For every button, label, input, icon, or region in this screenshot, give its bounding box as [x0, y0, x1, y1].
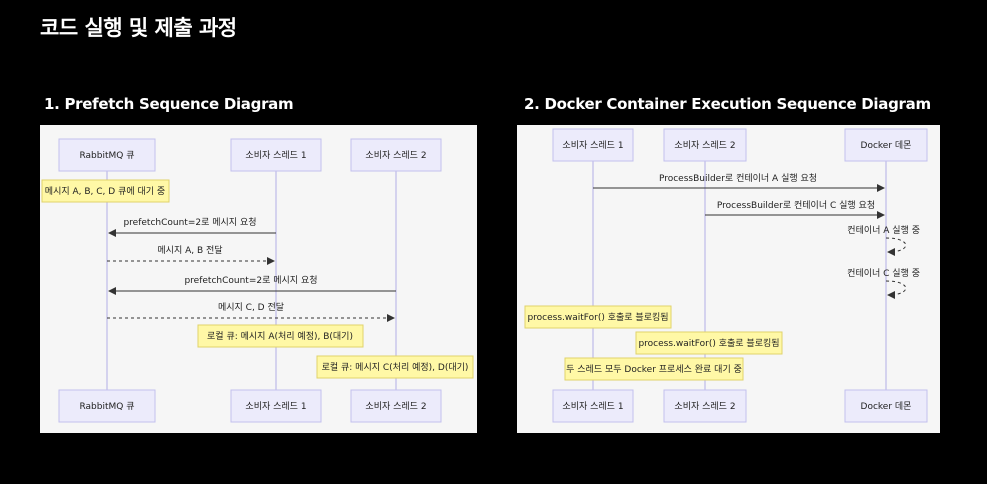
note-queue-waiting: 메시지 A, B, C, D 큐에 대기 중 [41, 179, 170, 203]
participant-rabbitmq-bottom: RabbitMQ 큐 [58, 389, 156, 423]
page-title: 코드 실행 및 제출 과정 [40, 16, 237, 40]
svg-text:소비자 스레드 2: 소비자 스레드 2 [674, 140, 735, 151]
svg-text:RabbitMQ 큐: RabbitMQ 큐 [79, 150, 134, 161]
svg-text:소비자 스레드 1: 소비자 스레드 1 [562, 401, 623, 412]
participant-consumer-1-bottom: 소비자 스레드 1 [552, 389, 634, 423]
msg-prefetch-request-1: prefetchCount=2로 메시지 요청 [123, 217, 256, 228]
msg-deliver-ab: 메시지 A, B 전달 [157, 244, 222, 256]
docker-diagram-heading: 2. Docker Container Execution Sequence D… [524, 95, 931, 113]
participant-consumer-2-top: 소비자 스레드 2 [350, 138, 442, 172]
svg-text:RabbitMQ 큐: RabbitMQ 큐 [79, 401, 134, 412]
svg-text:소비자 스레드 1: 소비자 스레드 1 [245, 150, 306, 161]
note-both-waiting: 두 스레드 모두 Docker 프로세스 완료 대기 중 [564, 357, 744, 381]
arrow-container-a-self [885, 237, 907, 256]
svg-text:process.waitFor() 호출로 블로킹됨: process.waitFor() 호출로 블로킹됨 [527, 311, 668, 323]
participant-consumer-2-bottom: 소비자 스레드 2 [663, 389, 747, 423]
participant-docker-daemon-bottom: Docker 데몬 [844, 389, 928, 423]
svg-text:두 스레드 모두 Docker 프로세스 완료 대기 중: 두 스레드 모두 Docker 프로세스 완료 대기 중 [566, 364, 742, 375]
msg-deliver-cd: 메시지 C, D 전달 [218, 301, 284, 313]
svg-text:로컬 큐: 메시지 A(처리 예정), B(대기): 로컬 큐: 메시지 A(처리 예정), B(대기) [207, 330, 353, 342]
note-waitfor-consumer-1: process.waitFor() 호출로 블로킹됨 [524, 305, 672, 329]
note-local-queue-1: 로컬 큐: 메시지 A(처리 예정), B(대기) [197, 324, 364, 348]
svg-text:소비자 스레드 1: 소비자 스레드 1 [562, 140, 623, 151]
note-local-queue-2: 로컬 큐: 메시지 C(처리 예정), D(대기) [316, 355, 474, 379]
participant-consumer-2-bottom: 소비자 스레드 2 [350, 389, 442, 423]
svg-text:메시지 A, B, C, D 큐에 대기 중: 메시지 A, B, C, D 큐에 대기 중 [45, 186, 165, 197]
docker-sequence-diagram: 소비자 스레드 1 소비자 스레드 2 Docker 데몬 ProcessBui… [517, 125, 940, 433]
svg-text:소비자 스레드 2: 소비자 스레드 2 [365, 150, 426, 161]
msg-container-c-running: 컨테이너 C 실행 중 [847, 267, 920, 279]
arrow-container-c-self [885, 280, 907, 299]
participant-consumer-1-top: 소비자 스레드 1 [230, 138, 322, 172]
svg-text:소비자 스레드 2: 소비자 스레드 2 [365, 401, 426, 412]
svg-text:소비자 스레드 1: 소비자 스레드 1 [245, 401, 306, 412]
svg-text:Docker 데몬: Docker 데몬 [861, 401, 912, 412]
note-waitfor-consumer-2: process.waitFor() 호출로 블로킹됨 [635, 331, 783, 355]
svg-text:소비자 스레드 2: 소비자 스레드 2 [674, 401, 735, 412]
participant-consumer-2-top: 소비자 스레드 2 [663, 128, 747, 162]
msg-prefetch-request-2: prefetchCount=2로 메시지 요청 [184, 275, 317, 286]
participant-consumer-1-top: 소비자 스레드 1 [552, 128, 634, 162]
participant-rabbitmq-top: RabbitMQ 큐 [58, 138, 156, 172]
prefetch-sequence-diagram: RabbitMQ 큐 소비자 스레드 1 소비자 스레드 2 메시지 A, B,… [40, 125, 477, 433]
msg-run-container-a: ProcessBuilder로 컨테이너 A 실행 요청 [659, 172, 817, 184]
msg-run-container-c: ProcessBuilder로 컨테이너 C 실행 요청 [717, 199, 875, 211]
participant-consumer-1-bottom: 소비자 스레드 1 [230, 389, 322, 423]
svg-text:Docker 데몬: Docker 데몬 [861, 140, 912, 151]
participant-docker-daemon-top: Docker 데몬 [844, 128, 928, 162]
svg-text:로컬 큐: 메시지 C(처리 예정), D(대기): 로컬 큐: 메시지 C(처리 예정), D(대기) [322, 361, 469, 373]
prefetch-diagram-heading: 1. Prefetch Sequence Diagram [44, 95, 294, 113]
msg-container-a-running: 컨테이너 A 실행 중 [847, 224, 920, 236]
svg-text:process.waitFor() 호출로 블로킹됨: process.waitFor() 호출로 블로킹됨 [638, 337, 779, 349]
